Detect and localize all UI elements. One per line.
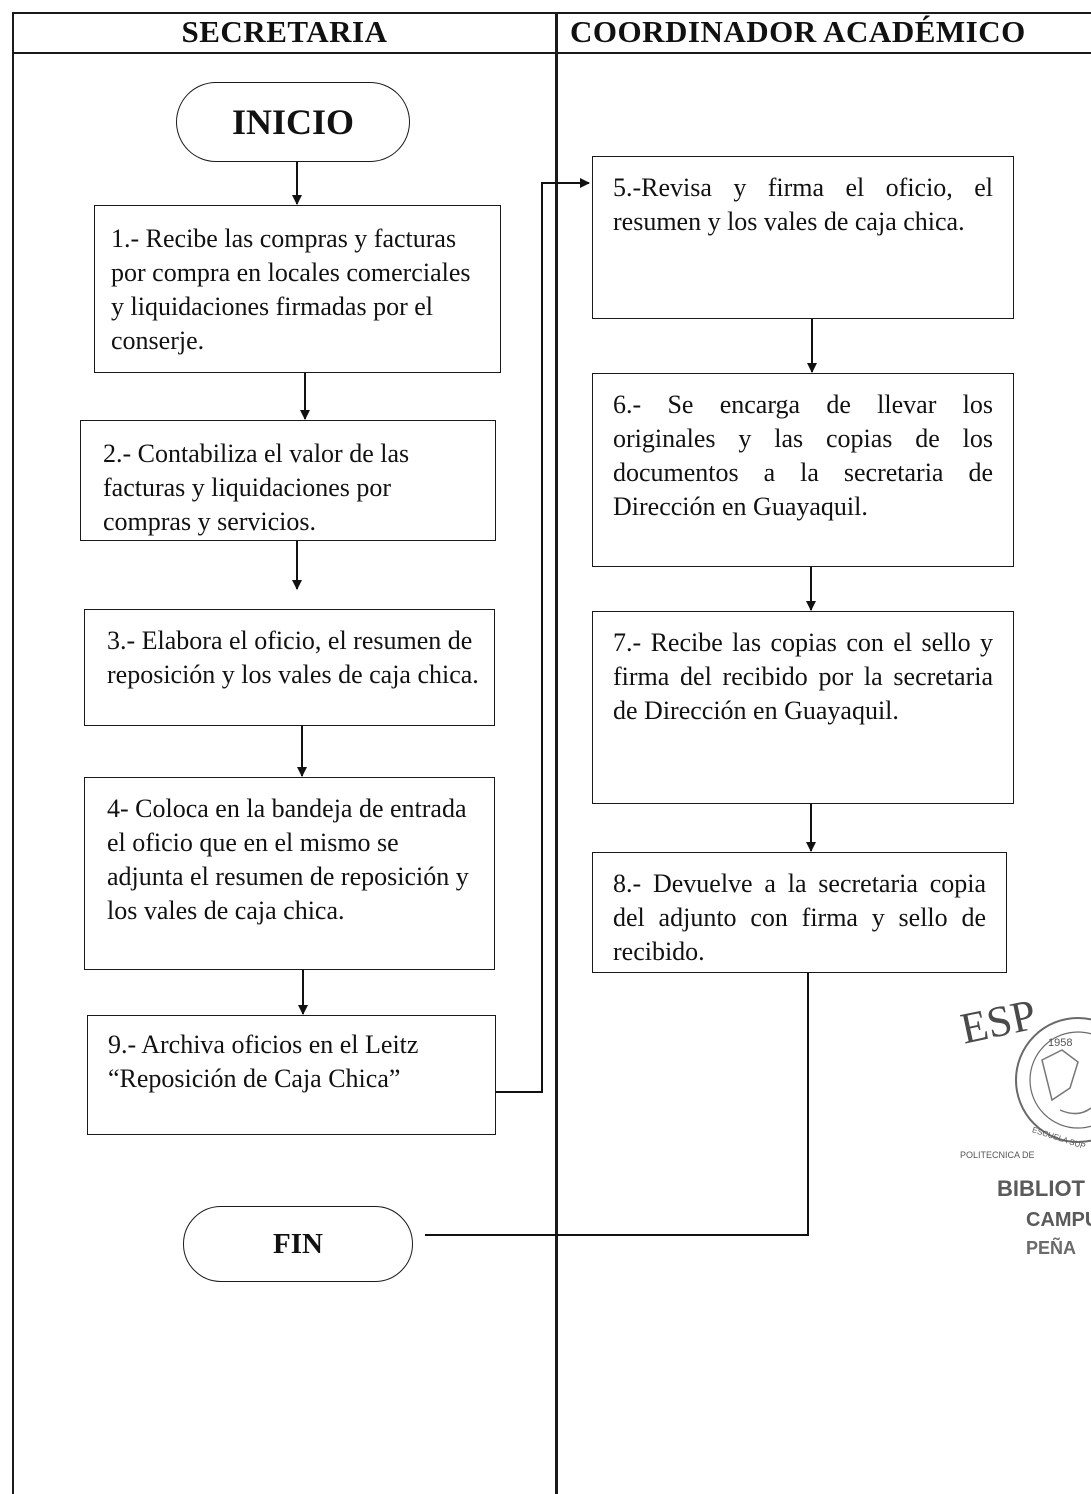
end-label: FIN	[273, 1227, 323, 1260]
step-2-text: 2.- Contabiliza el valor de las facturas…	[103, 439, 410, 536]
step-2-box: 2.- Contabiliza el valor de las facturas…	[80, 420, 496, 541]
step-6-box: 6.- Se encarga de llevar los originales …	[592, 373, 1014, 567]
stamp-label-line-1: BIBLIOT	[997, 1176, 1086, 1201]
step-8-text: 8.- Devuelve a la secretaria copia del a…	[613, 869, 986, 966]
stamp-ring-text: ESCUELA SUP	[1031, 1125, 1087, 1151]
start-terminator: INICIO	[176, 82, 410, 162]
lane-header-coordinador: COORDINADOR ACADÉMICO	[557, 12, 1091, 54]
stamp-footer-text: POLITECNICA DE	[960, 1150, 1035, 1160]
step-1-box: 1.- Recibe las compras y facturas por co…	[94, 205, 501, 373]
library-stamp: ESP 1958 ESCUELA SUP POLITECNICA DE BIBL…	[960, 990, 1091, 1280]
diagram-frame	[12, 12, 1091, 1494]
line-8-to-fin	[425, 973, 809, 1236]
step-9-text: 9.- Archiva oficios en el Leitz “Reposic…	[108, 1030, 419, 1093]
step-1-text: 1.- Recibe las compras y facturas por co…	[111, 224, 471, 355]
step-4-text: 4- Coloca en la bandeja de entrada el of…	[107, 794, 469, 925]
step-5-text: 5.-Revisa y firma el oficio, el resumen …	[613, 173, 993, 236]
lane-header-secretaria: SECRETARIA	[12, 12, 557, 54]
stamp-seal: ESP 1958 ESCUELA SUP POLITECNICA DE BIBL…	[960, 990, 1091, 1258]
step-7-text: 7.- Recibe las copias con el sello y fir…	[613, 628, 993, 725]
step-7-box: 7.- Recibe las copias con el sello y fir…	[592, 611, 1014, 804]
end-terminator: FIN	[183, 1206, 413, 1282]
stamp-year: 1958	[1048, 1037, 1072, 1049]
lane-divider	[555, 12, 558, 1494]
step-6-text: 6.- Se encarga de llevar los originales …	[613, 390, 993, 521]
stamp-label-line-3: PEÑA	[1026, 1237, 1076, 1258]
step-4-box: 4- Coloca en la bandeja de entrada el of…	[84, 777, 495, 970]
step-3-box: 3.- Elabora el oficio, el resumen de rep…	[84, 609, 495, 726]
step-8-box: 8.- Devuelve a la secretaria copia del a…	[592, 852, 1007, 973]
step-5-box: 5.-Revisa y firma el oficio, el resumen …	[592, 156, 1014, 319]
start-label: INICIO	[231, 102, 355, 142]
step-3-text: 3.- Elabora el oficio, el resumen de rep…	[107, 626, 479, 689]
step-9-box: 9.- Archiva oficios en el Leitz “Reposic…	[87, 1015, 496, 1135]
arrow-9-to-5	[496, 178, 590, 1093]
stamp-label-line-2: CAMPU	[1026, 1209, 1091, 1231]
